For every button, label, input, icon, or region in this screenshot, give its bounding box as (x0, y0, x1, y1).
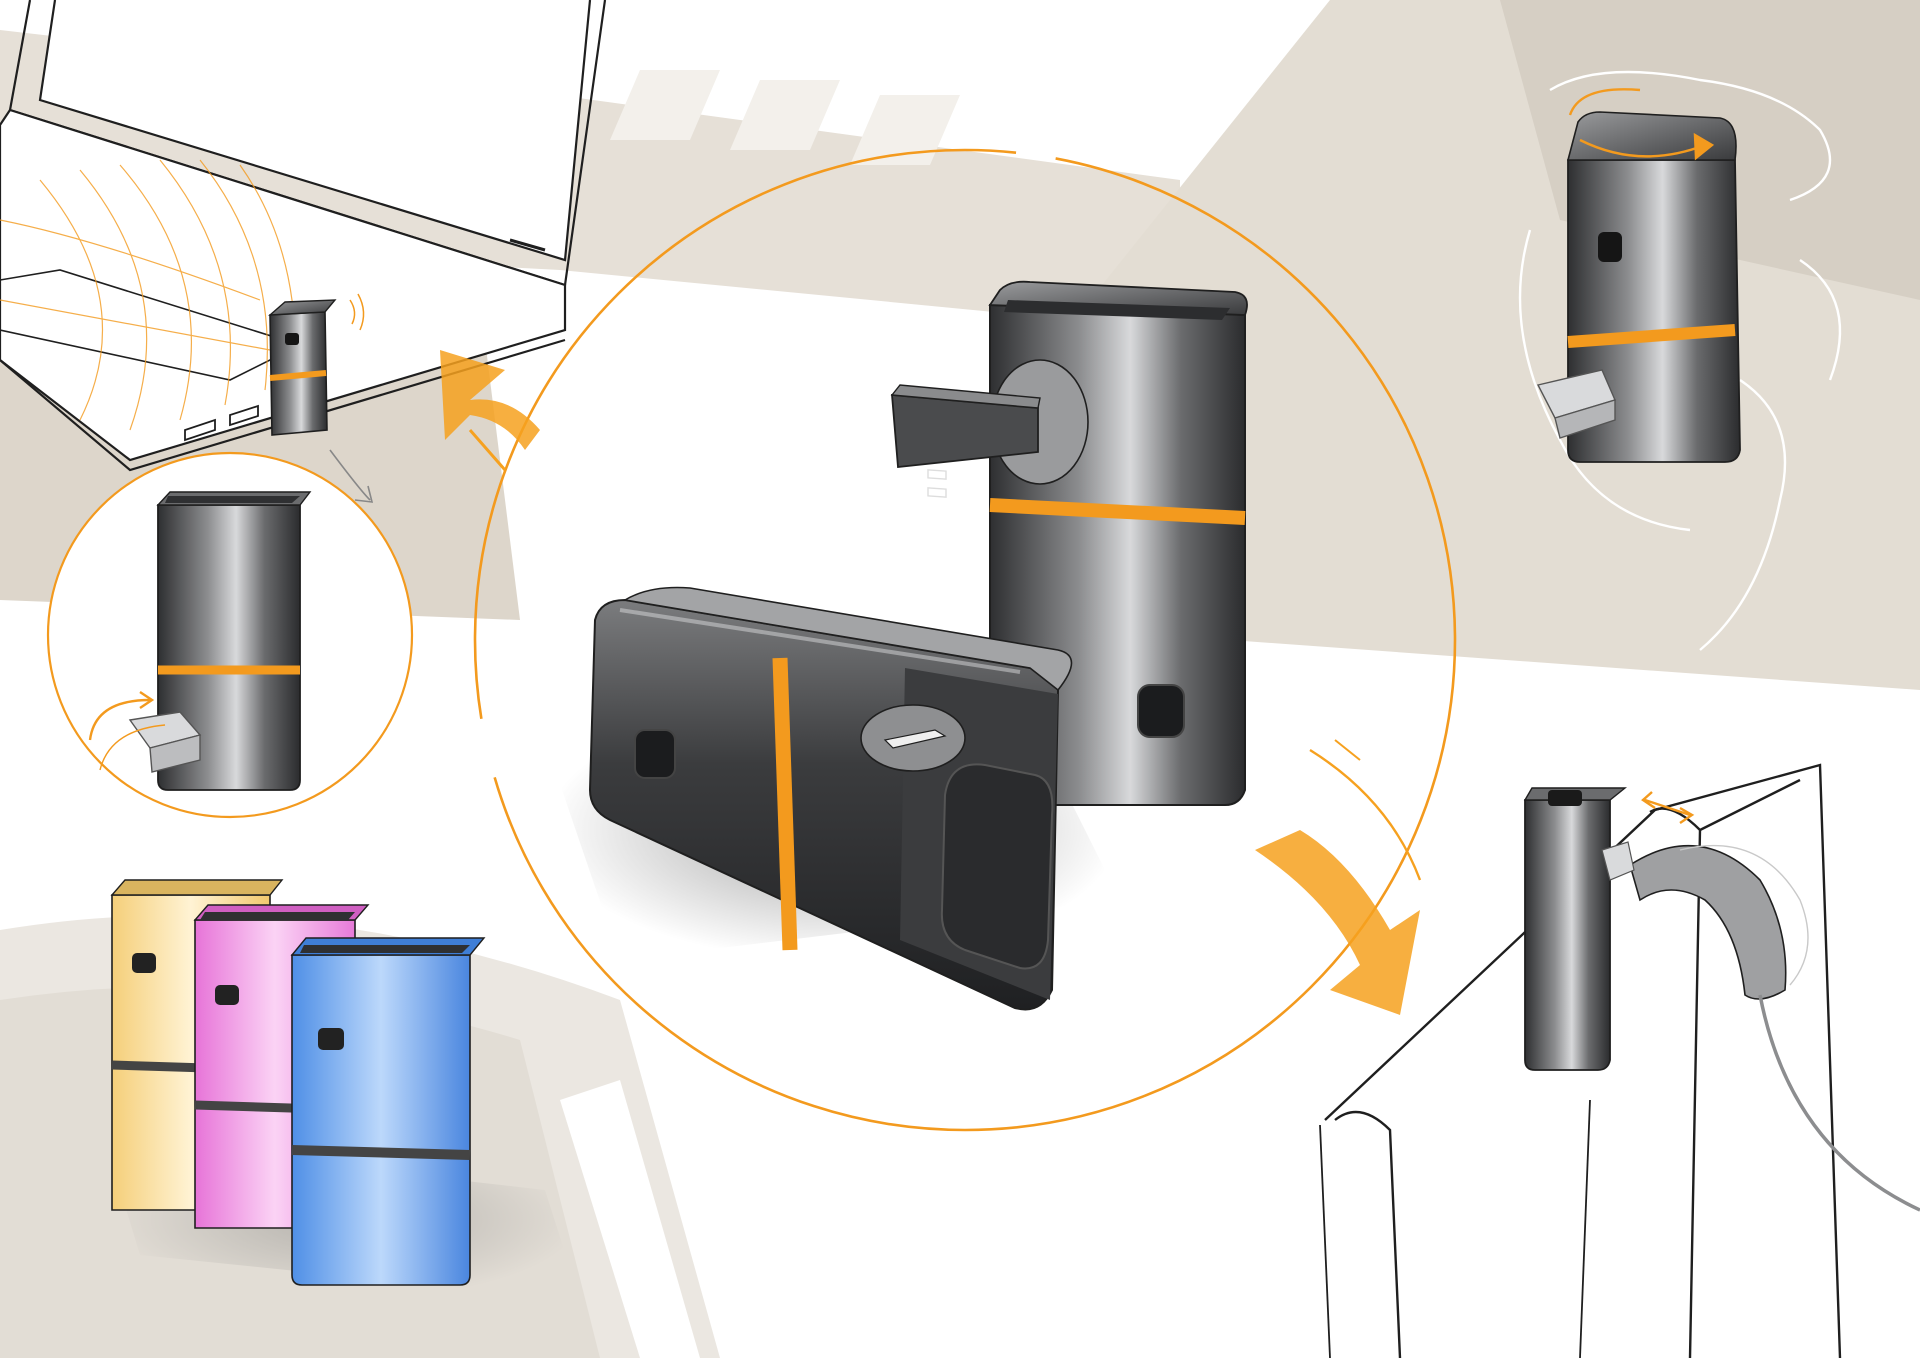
twist-device (1536, 111, 1741, 463)
signal-waves-icon (349, 293, 365, 331)
rotate-arrow-icon (88, 691, 166, 771)
docked-device (1523, 787, 1627, 1071)
laptop-icon (0, 0, 607, 472)
transition-arrow-right (1255, 739, 1422, 1015)
detail-device (128, 491, 312, 791)
twist-arrow-icon (1568, 88, 1715, 161)
usb-connector-icon (890, 384, 1041, 498)
usb-connector-icon (128, 711, 202, 773)
usb-port-icon (184, 404, 259, 442)
small-device-plugged (267, 293, 365, 436)
variant-blue (290, 937, 486, 1286)
keyboard-hint (0, 159, 296, 431)
laptop-scene (0, 0, 607, 503)
monitor-outline (1319, 763, 1842, 1358)
rotate-connector-detail (46, 451, 414, 819)
detach-arrow-icon (329, 449, 374, 503)
slide-arrow-icon (1641, 791, 1695, 824)
main-product-view (473, 148, 1457, 1132)
transition-arrow-left (440, 350, 540, 471)
cable-icon (1601, 841, 1920, 1212)
cable-docking (1319, 763, 1920, 1358)
usb-connector-icon (1536, 369, 1616, 439)
color-variants (105, 879, 580, 1300)
hand-twist (1518, 70, 1842, 651)
hand-outline (1518, 70, 1842, 651)
lying-device (588, 586, 1073, 1011)
